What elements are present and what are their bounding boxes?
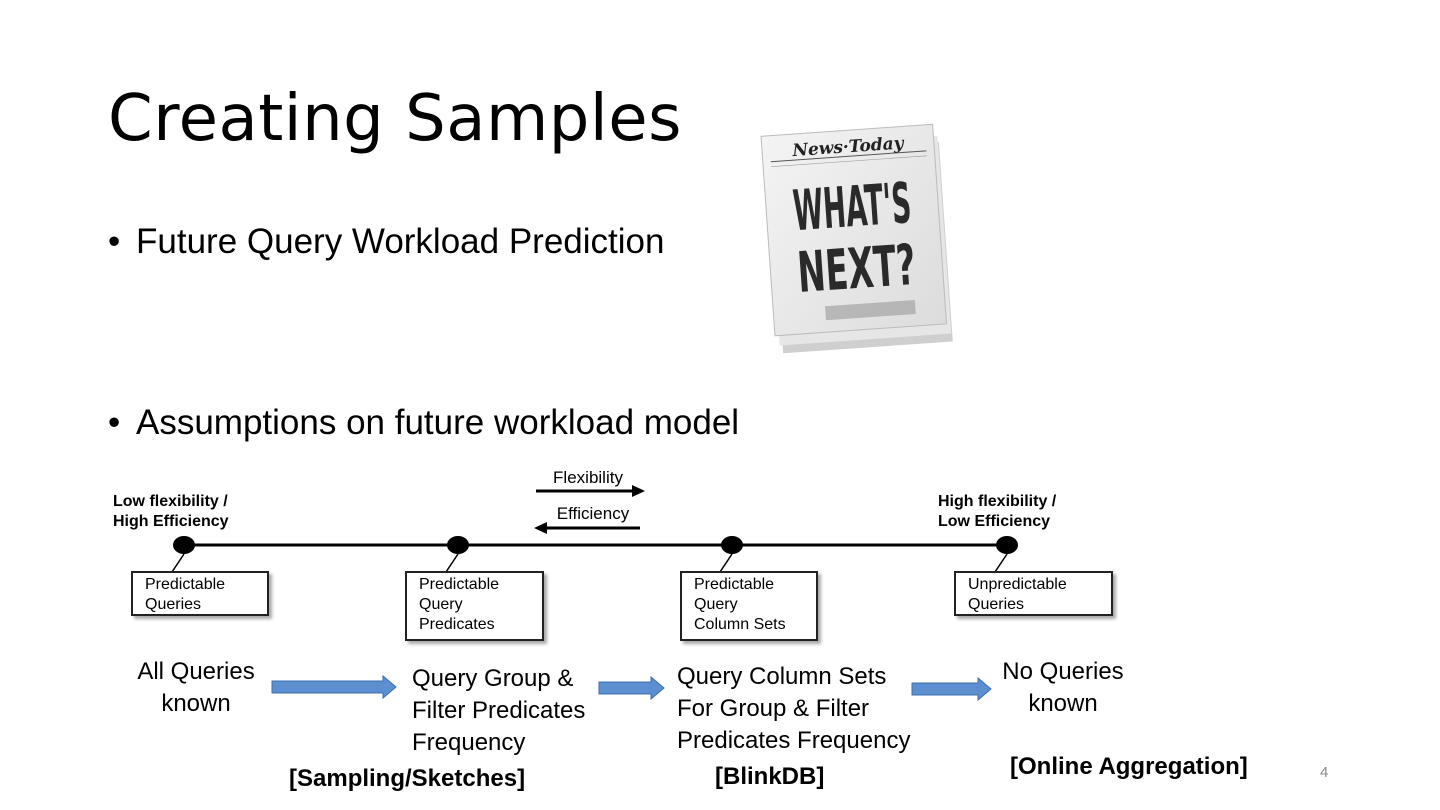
flow-step-line: known [161, 690, 231, 717]
flow-step-line: Query Column Sets [677, 663, 887, 690]
spectrum-node-1 [173, 536, 195, 554]
flow-step-group-filter: Query Group & Filter Predicates Frequenc… [412, 663, 585, 759]
box-line: Column Sets [694, 616, 786, 633]
newspaper-headline-line2: NEXT? [795, 233, 917, 306]
box-unpredictable-queries: Unpredictable Queries [954, 571, 1113, 616]
bullet-assumptions: • Assumptions on future workload model [108, 403, 739, 443]
flow-step-line: Filter Predicates [412, 697, 586, 724]
flow-step-line: For Group & Filter [677, 695, 870, 722]
system-label-blinkdb: [BlinkDB] [715, 763, 825, 790]
box-line: Predictable [145, 576, 226, 593]
flow-step-line: Query Group & [412, 665, 574, 692]
flow-arrow-1 [271, 674, 397, 700]
box-line: Unpredictable [968, 576, 1067, 593]
left-end-label-line2: High Efficiency [113, 513, 229, 530]
flow-step-line: known [1028, 690, 1098, 717]
box-line: Query [419, 596, 463, 613]
box-line: Queries [968, 596, 1025, 613]
left-end-label-line1: Low flexibility / [113, 493, 228, 510]
flow-step-line: All Queries [137, 658, 255, 685]
flexibility-spectrum: Flexibility Efficiency Low flexibility /… [113, 468, 1057, 573]
flow-step-line: Frequency [412, 729, 526, 756]
efficiency-label: Efficiency [557, 504, 630, 523]
right-end-label-line2: Low Efficiency [938, 513, 1050, 530]
right-end-label-line1: High flexibility / [938, 493, 1057, 510]
system-label-online-aggregation: [Online Aggregation] [1010, 753, 1248, 780]
newspaper-headline-line1: WHAT'S [791, 171, 913, 244]
slide-title: Creating Samples [108, 82, 682, 156]
efficiency-arrowhead [534, 522, 547, 534]
system-label-sampling: [Sampling/Sketches] [289, 765, 526, 792]
box-line: Predictable [694, 576, 775, 593]
flexibility-label: Flexibility [553, 468, 623, 487]
box-line: Queries [145, 596, 202, 613]
page-number: 4 [1320, 764, 1329, 781]
newspaper-image: News·Today WHAT'S NEXT? [760, 123, 953, 354]
box-predictable-query-predicates: Predictable Query Predicates [405, 571, 544, 641]
bullet-dot: • [108, 403, 121, 442]
newspaper-front-page [760, 123, 948, 337]
flow-step-line: Predicates Frequency [677, 727, 911, 754]
flow-step-column-sets: Query Column Sets For Group & Filter Pre… [677, 661, 910, 757]
flexibility-arrowhead [632, 485, 645, 497]
box-line: Query [694, 596, 738, 613]
flow-arrow-2 [598, 675, 665, 701]
flow-step-line: No Queries [1002, 658, 1124, 685]
flow-arrow-3 [911, 676, 992, 702]
box-line: Predicates [419, 616, 495, 633]
bullet-dot: • [108, 222, 121, 261]
bullet-text: Assumptions on future workload model [136, 403, 740, 442]
bullet-text: Future Query Workload Prediction [136, 222, 665, 261]
box-line: Predictable [419, 576, 500, 593]
bullet-workload-prediction: • Future Query Workload Prediction [108, 222, 664, 262]
flow-step-all-queries: All Queries known [126, 656, 266, 720]
box-predictable-column-sets: Predictable Query Column Sets [680, 571, 818, 641]
box-predictable-queries: Predictable Queries [131, 571, 269, 616]
spectrum-node-3 [721, 536, 743, 554]
flow-step-no-queries: No Queries known [993, 656, 1133, 720]
spectrum-node-4 [996, 536, 1018, 554]
spectrum-node-2 [447, 536, 469, 554]
